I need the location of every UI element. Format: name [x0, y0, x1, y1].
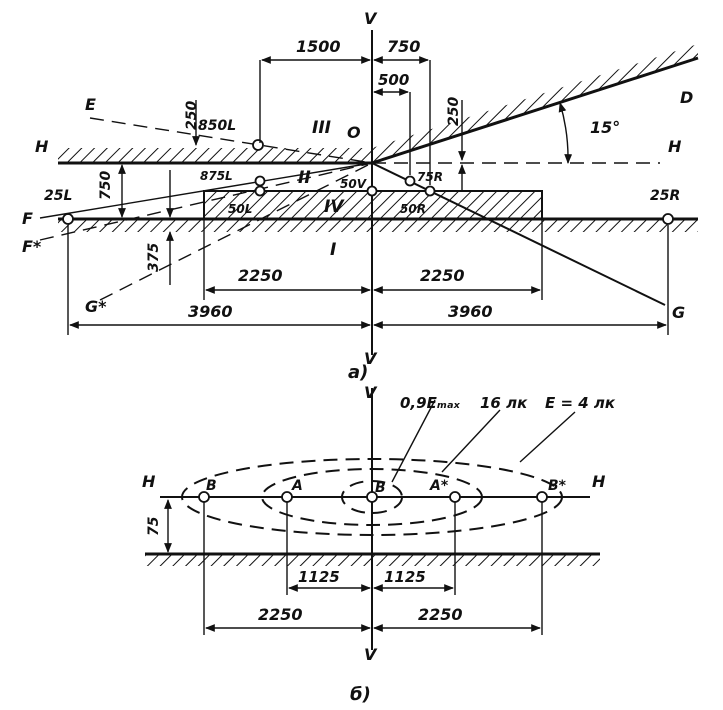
point-b-left-label: B: [206, 478, 217, 494]
point-50l-label: 50L: [228, 202, 252, 216]
isolux-4lx-ellipse: [181, 458, 563, 536]
h-label-b-left: H: [142, 472, 156, 491]
zone-ii-label: II: [298, 168, 311, 188]
point-50r-label: 50R: [400, 202, 426, 216]
h-label-left: H: [35, 137, 49, 156]
zone-iv-label: IV: [324, 197, 345, 217]
label-g: G: [672, 303, 685, 322]
leader-4lx: [519, 411, 576, 463]
leader-16lx: [441, 409, 501, 473]
label-09emax: 0,9Eₘₐₓ: [400, 394, 461, 412]
dim-500-label: 500: [378, 71, 409, 89]
angle-label: 15°: [590, 118, 620, 137]
dim-1125-right-label: 1125: [384, 568, 426, 586]
point-a-left: [281, 491, 293, 503]
h-label-right: H: [668, 137, 682, 156]
line-f-star: [39, 162, 373, 241]
point-875l-label: 875L: [200, 169, 233, 183]
point-a-right: [449, 491, 461, 503]
dim-250-right-label: 250: [446, 97, 462, 126]
point-b-center: [366, 491, 378, 503]
dim-375-label: 375: [146, 243, 162, 272]
line-g: [371, 162, 666, 306]
label-f-star: F*: [22, 237, 42, 256]
leader-emax: [391, 399, 436, 483]
point-25l: [62, 213, 74, 225]
label-o: O: [347, 123, 361, 142]
dim-2250-left-b-label: 2250: [258, 605, 303, 624]
dim-250-left-label: 250: [184, 101, 200, 130]
diagram-a: V V H H 15° E D F F* G* G O III II: [22, 9, 699, 383]
dim-750-left-label: 750: [98, 171, 114, 200]
h-label-b-right: H: [592, 472, 606, 491]
line-g-star: [99, 162, 373, 301]
v-axis-a-top-label: V: [364, 9, 378, 28]
cutoff-hatch-left: [58, 148, 372, 163]
label-16lx: 16 лк: [480, 394, 528, 412]
base-hatch-b: [145, 554, 600, 566]
point-b-center-label: B: [375, 480, 386, 496]
caption-a: а): [348, 362, 368, 383]
v-axis-b-top-label: V: [364, 383, 378, 402]
point-50r: [424, 185, 436, 197]
point-850l: [252, 139, 264, 151]
label-d: D: [680, 88, 693, 107]
v-axis-a-bottom-label: V: [364, 349, 378, 368]
dim-750-top-label: 750: [387, 37, 420, 56]
point-850l-label: 850L: [198, 118, 236, 134]
angle-arc: [558, 102, 573, 164]
dim-75-label: 75: [146, 516, 162, 536]
dim-1125-left-label: 1125: [298, 568, 340, 586]
point-50v-label: 50V: [340, 177, 368, 191]
point-75r: [404, 175, 416, 187]
point-b-right-label: B*: [548, 478, 567, 494]
line-e: [89, 117, 373, 164]
label-g-star: G*: [85, 297, 107, 316]
line-f: [39, 162, 373, 219]
dim-2250-right-b-label: 2250: [418, 605, 463, 624]
point-b-right: [536, 491, 548, 503]
caption-b: б): [350, 684, 371, 705]
zone-i-label: I: [330, 240, 336, 260]
point-a-left-label: A: [291, 478, 303, 494]
zone-iii-label: III: [312, 118, 331, 138]
dim-3960-left-label: 3960: [188, 302, 233, 321]
isolux-16lx-ellipse: [261, 468, 483, 526]
dim-2250-right-a-label: 2250: [420, 266, 465, 285]
isolux-09emax-ellipse: [341, 480, 403, 514]
dim-2250-left-a-label: 2250: [238, 266, 283, 285]
dim-1500-label: 1500: [296, 37, 341, 56]
label-4lx: E = 4 лк: [545, 394, 616, 412]
label-f: F: [22, 209, 33, 228]
base-hatch-band: [58, 219, 698, 232]
point-50v: [366, 185, 378, 197]
point-25r: [662, 213, 674, 225]
point-25l-label: 25L: [44, 188, 72, 204]
cutoff-hatch-right: [372, 44, 698, 163]
diagram-b: V V H H 0,9Eₘₐₓ 16 лк E = 4 лк B A B A* …: [142, 383, 616, 705]
v-axis-b-bottom-label: V: [364, 645, 378, 664]
dim-3960-right-label: 3960: [448, 302, 493, 321]
label-e: E: [85, 95, 96, 114]
point-50l: [254, 185, 266, 197]
point-875l: [254, 175, 266, 187]
point-25r-label: 25R: [650, 188, 680, 204]
point-a-right-label: A*: [429, 478, 449, 494]
